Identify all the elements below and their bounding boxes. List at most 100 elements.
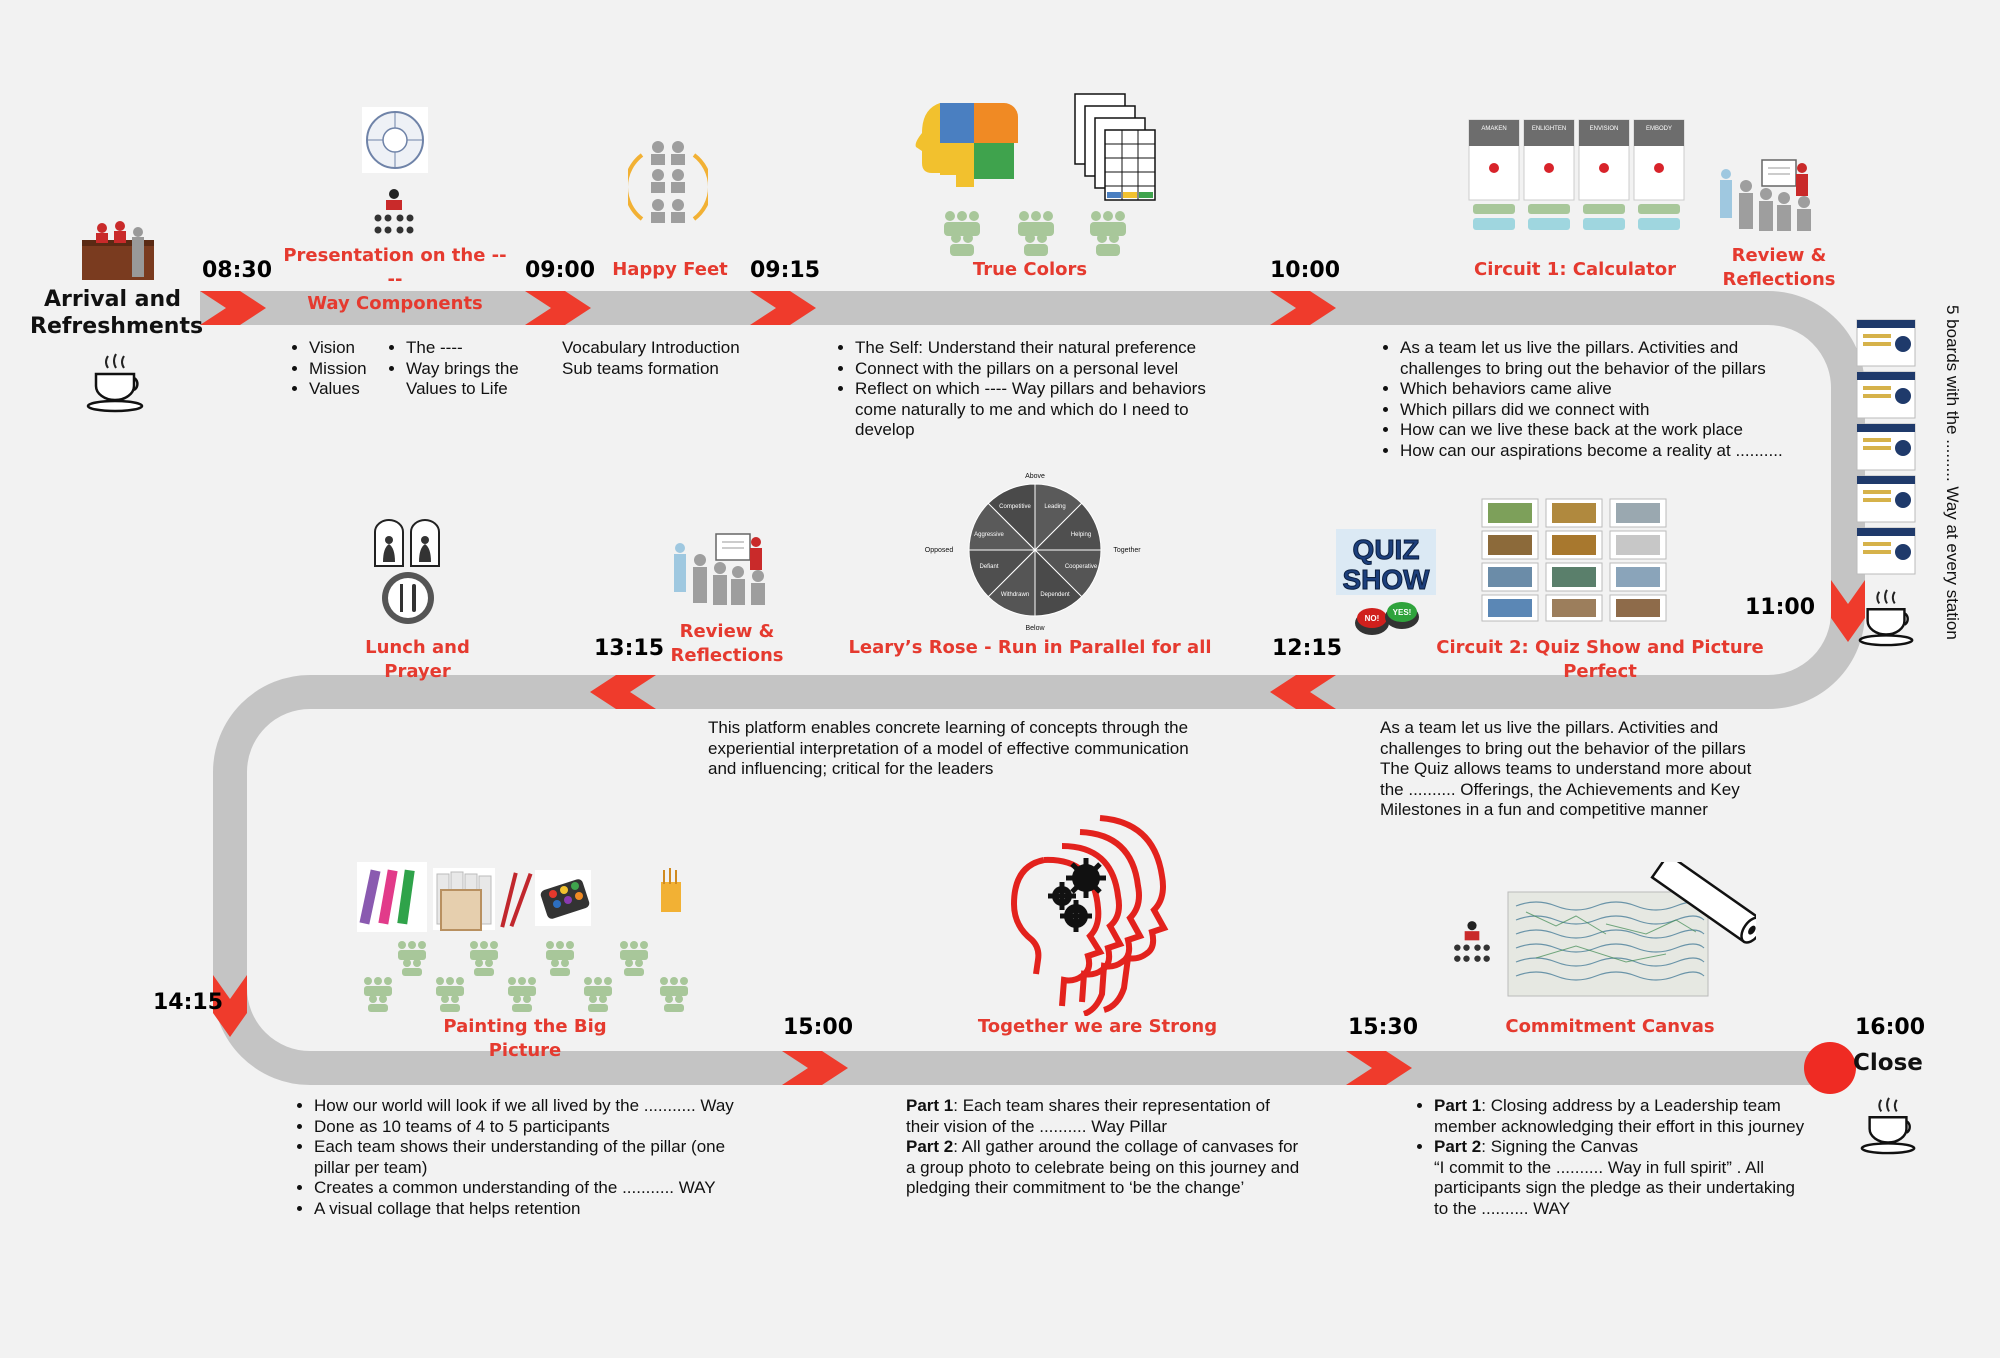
prayer-icon	[374, 519, 440, 567]
list-item: Mission	[309, 359, 387, 380]
review-presenter-icon	[1720, 159, 1811, 231]
quiz-show-icon: QUIZ SHOW NO! YES!	[1336, 529, 1436, 635]
circuit1-desc: As a team let us live the pillars. Activ…	[1378, 338, 1808, 461]
circuit2-title: Circuit 2: Quiz Show and Picture Perfect	[1436, 637, 1764, 682]
rose-segment-label: Dependent	[1040, 592, 1070, 598]
together-desc: Part 1: Each team shares their represent…	[906, 1096, 1306, 1199]
lunch-title: Lunch and Prayer	[365, 637, 470, 682]
people-groups-icon	[364, 941, 688, 1012]
commitment-desc: Part 1: Closing address by a Leadership …	[1412, 1096, 1812, 1219]
together-part2: Part 2: All gather around the collage of…	[906, 1137, 1306, 1199]
chevron-0915	[750, 291, 816, 325]
chevron-0830	[200, 291, 266, 325]
boards-stack-icon	[1856, 319, 1916, 575]
signed-canvas-icon	[1507, 862, 1756, 997]
time-1315: 13:15	[594, 636, 665, 661]
rose-axis-top: Above	[1025, 473, 1045, 480]
picture-grid-icon	[1481, 498, 1667, 622]
learys-line2: experiential interpretation of a model o…	[708, 738, 1189, 758]
quiz-word-2: SHOW	[1342, 564, 1430, 595]
happy-feet-line2: Sub teams formation	[562, 358, 719, 378]
review1-title: Review & Reflections	[1714, 244, 1844, 292]
list-item: Vision	[309, 338, 387, 359]
part2-text: : All gather around the collage of canva…	[906, 1137, 1300, 1197]
presentation-title: Presentation on the ---- Way Components	[280, 244, 510, 316]
time-0915: 09:15	[750, 258, 821, 283]
list-item: As a team let us live the pillars. Activ…	[1400, 338, 1808, 379]
rose-segment-label: Competitive	[999, 504, 1031, 510]
time-1000: 10:00	[1270, 258, 1341, 283]
part2-text: : Signing the Canvas	[1481, 1137, 1639, 1156]
list-item: How can our aspirations become a reality…	[1400, 441, 1808, 462]
calc-card-label: ENLIGHTEN	[1532, 126, 1566, 132]
list-item: Part 1: Closing address by a Leadership …	[1434, 1096, 1812, 1137]
time-1600: 16:00	[1855, 1015, 1926, 1040]
list-item: Each team shows their understanding of t…	[314, 1137, 752, 1178]
chevron-1215	[1270, 675, 1336, 709]
learys-rose-desc: This platform enables concrete learning …	[708, 718, 1268, 780]
true-colors-title: True Colors	[972, 259, 1088, 280]
time-1500: 15:00	[783, 1015, 854, 1040]
happy-feet-title: Happy Feet	[612, 259, 728, 280]
happy-feet-line1: Vocabulary Introduction	[562, 338, 740, 357]
part2-label: Part 2	[1434, 1137, 1482, 1156]
art-supplies-icon	[357, 862, 681, 932]
chevron-1500	[782, 1051, 848, 1085]
chevron-1100	[1831, 580, 1865, 642]
arrival-line2: Refreshments	[30, 314, 204, 339]
people-groups-icon	[944, 211, 1126, 256]
learys-rose-title: Leary’s Rose - Run in Parallel for all	[848, 637, 1212, 658]
calc-card-label: ENVISION	[1590, 126, 1619, 132]
circuit2-line1: As a team let us live the pillars. Activ…	[1380, 718, 1719, 737]
chevron-1315	[590, 675, 656, 709]
chevron-1000	[1270, 291, 1336, 325]
coffee-cup-icon	[1860, 1097, 1916, 1155]
happy-feet-desc: Vocabulary Introduction Sub teams format…	[562, 338, 782, 379]
review1-title-line1: Review &	[1731, 245, 1827, 266]
time-0900: 09:00	[525, 258, 596, 283]
chevron-1530	[1346, 1051, 1412, 1085]
time-0830: 08:30	[202, 258, 273, 283]
review1-title-line2: Reflections	[1722, 269, 1836, 290]
speaker-podium-icon	[374, 189, 414, 234]
rose-segment-label: Leading	[1044, 504, 1065, 510]
quiz-no-label: NO!	[1365, 614, 1380, 623]
commitment-quote: “I commit to the .......... Way in full …	[1434, 1157, 1796, 1218]
circuit2-line4: the .......... Offerings, the Achievemen…	[1380, 779, 1740, 799]
quiz-yes-label: YES!	[1393, 608, 1412, 617]
speaker-podium-icon	[1454, 921, 1490, 962]
time-1215: 12:15	[1272, 636, 1343, 661]
reception-desk-icon	[82, 221, 154, 280]
chevron-1415	[213, 975, 247, 1037]
part1-label: Part 1	[1434, 1096, 1482, 1115]
together-title: Together we are Strong	[977, 1016, 1218, 1037]
coffee-cup-icon	[86, 353, 144, 413]
time-1415: 14:15	[153, 990, 224, 1015]
cards-grid-icon	[1074, 93, 1156, 201]
learys-line1: This platform enables concrete learning …	[708, 718, 1189, 737]
side-note: 5 boards with the ......... Way at every…	[1943, 305, 1962, 640]
list-item: The ----	[406, 338, 520, 359]
rose-segment-label: Aggressive	[974, 532, 1004, 538]
coffee-cup-icon	[1858, 589, 1914, 647]
list-item: The Self: Understand their natural prefe…	[855, 338, 1233, 359]
list-item: Which pillars did we connect with	[1400, 400, 1808, 421]
review2-title-line1: Review &	[679, 621, 775, 642]
part1-text: : Closing address by a Leadership team m…	[1434, 1096, 1805, 1136]
presentation-list-a: Vision Mission Values	[287, 338, 387, 400]
circuit2-desc: As a team let us live the pillars. Activ…	[1380, 718, 1800, 821]
together-part1: Part 1: Each team shares their represent…	[906, 1096, 1306, 1137]
painting-title: Painting the Big Picture	[443, 1016, 607, 1061]
close-label: Close	[1853, 1050, 1923, 1076]
time-1530: 15:30	[1348, 1015, 1419, 1040]
review2-title-line2: Reflections	[670, 645, 784, 666]
calc-card-label: AMAKEN	[1481, 126, 1506, 132]
close-dot	[1804, 1042, 1856, 1094]
rose-axis-left: Opposed	[925, 547, 954, 554]
learys-rose-diagram: Leading Helping Cooperative Dependent Wi…	[925, 473, 1141, 632]
learys-line3: and influencing; critical for the leader…	[708, 759, 994, 778]
commitment-title: Commitment Canvas	[1505, 1016, 1715, 1037]
rose-axis-bottom: Below	[1025, 625, 1045, 632]
calculator-cards-icon: AMAKEN ENLIGHTEN ENVISION EMBODY	[1468, 119, 1685, 230]
